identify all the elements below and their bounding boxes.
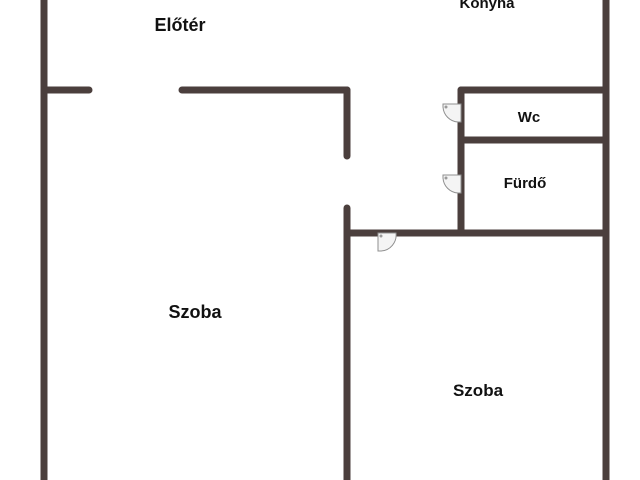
- door-wc: [442, 103, 462, 123]
- room-label-szoba-right: Szoba: [453, 381, 504, 400]
- room-label-konyha: Konyha: [459, 0, 515, 12]
- room-label-szoba-left: Szoba: [168, 302, 222, 322]
- room-label-wc: Wc: [518, 109, 541, 126]
- room-label-furdo: Fürdő: [504, 175, 547, 192]
- door-furdo: [442, 174, 462, 194]
- outer-walls: [40, 0, 610, 480]
- door-szoba-right: [377, 232, 397, 252]
- interior-walls: [40, 86, 610, 480]
- room-label-eloter: Előtér: [154, 15, 205, 35]
